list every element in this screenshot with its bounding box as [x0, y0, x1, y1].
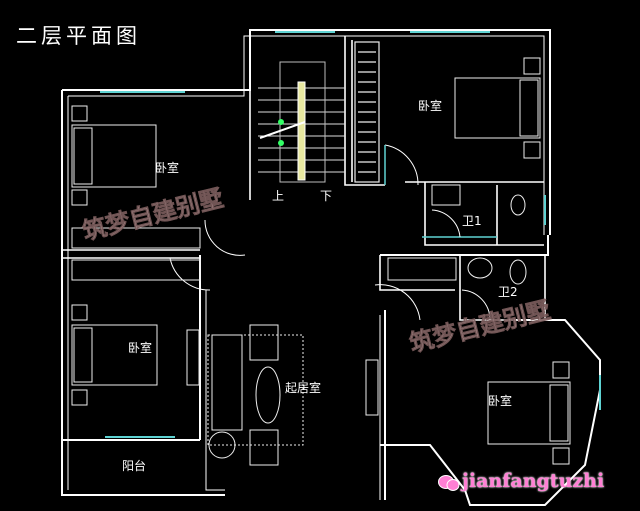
wardrobe-sw	[71, 259, 201, 281]
room-label-balcony: 阳台	[122, 458, 146, 473]
plant	[208, 431, 236, 459]
sink-2	[467, 257, 493, 279]
doors	[169, 144, 491, 321]
rug	[207, 334, 304, 446]
windows	[100, 31, 601, 438]
bed-ne	[454, 77, 541, 139]
toilet-2	[509, 259, 527, 285]
bed-sw	[71, 324, 158, 386]
room-label-bath2: 卫2	[498, 285, 518, 299]
toilet-1	[510, 194, 526, 216]
room-label-bedroom-nw: 卧室	[155, 160, 179, 175]
furniture	[71, 57, 571, 466]
staircase	[258, 41, 380, 183]
watermark-2: 筑梦自建别墅	[407, 296, 553, 358]
room-label-bath1: 卫1	[462, 214, 482, 228]
outer-walls	[61, 29, 601, 506]
brand-handle: jianfangtuzhi	[462, 470, 605, 492]
wardrobe-se	[387, 257, 457, 281]
bed-se	[487, 381, 571, 445]
stair-handrail	[297, 81, 306, 181]
room-label-bedroom-se: 卧室	[488, 393, 512, 408]
stair-down-label: 下	[320, 189, 332, 203]
room-label-living: 起居室	[285, 380, 321, 395]
coffee-table	[255, 366, 281, 424]
sofa	[211, 334, 243, 431]
stair-arrow-icon	[278, 119, 284, 125]
wechat-icon	[438, 475, 460, 491]
wardrobe-nw	[71, 227, 201, 249]
bed-nw	[71, 124, 157, 188]
tv-living	[365, 359, 379, 416]
interior-walls	[62, 36, 546, 321]
room-label-bedroom-sw: 卧室	[128, 340, 152, 355]
stair-up-label: 上	[272, 189, 284, 203]
drawing-title: 二层平面图	[16, 24, 141, 48]
tv-sw	[186, 329, 200, 386]
watermark-1: 筑梦自建别墅	[80, 184, 226, 246]
room-label-bedroom-ne: 卧室	[418, 98, 442, 113]
